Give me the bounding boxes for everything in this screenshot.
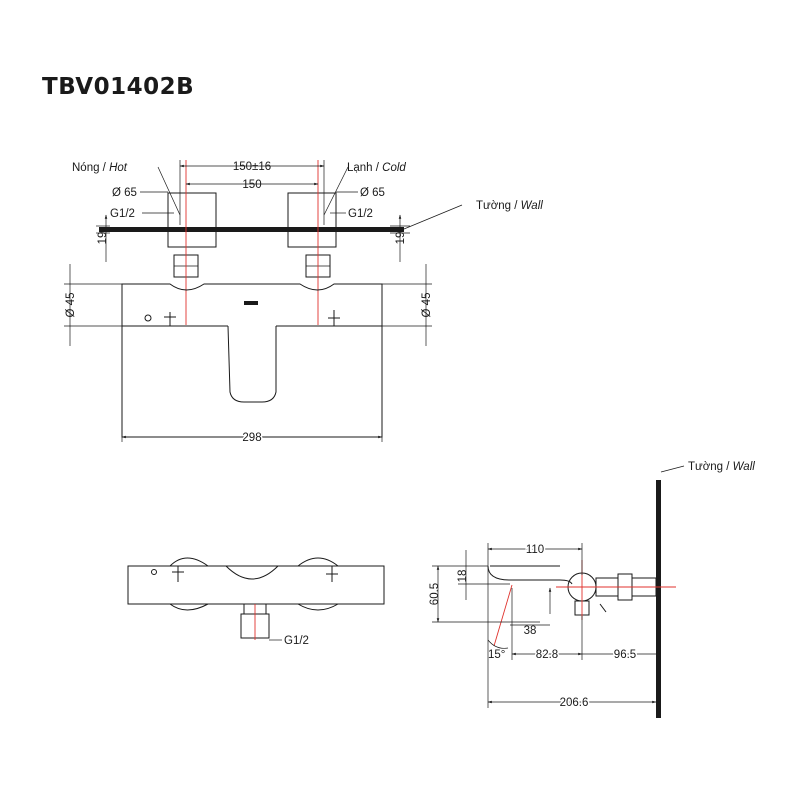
temperature-symbol [144, 314, 152, 322]
spout-profile [487, 565, 573, 585]
mixer-body [121, 283, 383, 438]
dim-dia45-right: Ø 45 [421, 293, 433, 318]
dim-dia45-left: Ø 45 [65, 293, 77, 318]
dia65-right-label: Ø 65 [360, 187, 385, 199]
front-view: 150±16 150 Nóng / Hot Ø 65 G1/2 19 Lạnh … [64, 160, 543, 446]
model-title: TBV01402B [42, 74, 195, 100]
cold-label: Lạnh / Cold [347, 162, 406, 174]
dim-150: 150 [242, 179, 261, 191]
dim-206-6: 206.6 [560, 697, 589, 709]
dim-angle-15: 15° [488, 649, 505, 661]
dim-150-tolerance: 150±16 [233, 161, 271, 173]
dim-19-right: 19 [395, 232, 407, 245]
dia65-left-label: Ø 65 [112, 187, 137, 199]
dim-38: 38 [524, 625, 537, 637]
thread-left-label: G1/2 [110, 208, 135, 220]
dim-298: 298 [242, 432, 261, 444]
hot-label: Nóng / Hot [72, 162, 128, 174]
wall-label-top: Tường / Wall [476, 200, 543, 212]
dim-96-5: 96.5 [614, 649, 636, 661]
spout-top [225, 565, 279, 580]
dim-60-5: 60.5 [429, 583, 441, 605]
wall-label-side: Tường / Wall [688, 461, 755, 473]
dim-82-8: 82.8 [536, 649, 558, 661]
right-escutcheon [287, 192, 337, 248]
thread-right-label: G1/2 [348, 208, 373, 220]
thread-bottom-label: G1/2 [284, 635, 309, 647]
body-top-outline [127, 565, 385, 605]
wall-plate [99, 227, 404, 232]
logo-mark [244, 301, 258, 305]
side-view: Tường / Wall 110 18 [429, 461, 755, 718]
wall-side [656, 480, 661, 718]
dim-19-left: 19 [97, 232, 109, 245]
left-escutcheon [167, 192, 217, 248]
spout [227, 325, 277, 403]
dim-18: 18 [457, 570, 469, 583]
top-view: G1/2 [127, 557, 385, 647]
dim-110: 110 [526, 544, 544, 556]
